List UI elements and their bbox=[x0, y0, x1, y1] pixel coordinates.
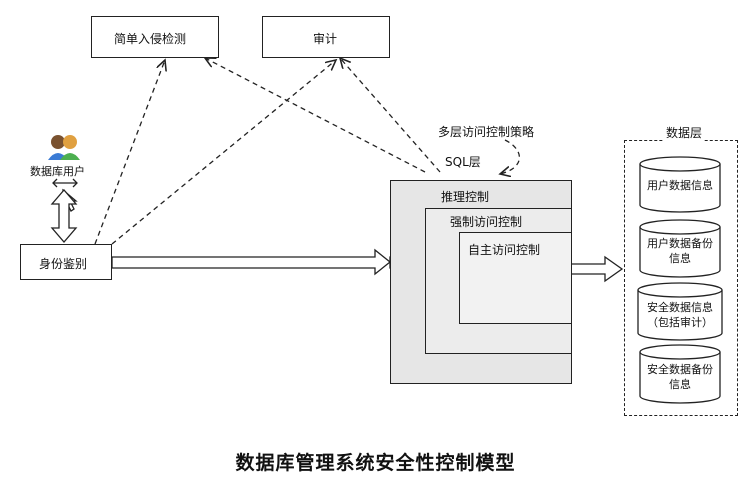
data-item-2-line2: 信息 bbox=[669, 252, 691, 265]
cylinder-2 bbox=[639, 219, 721, 278]
data-item-2: 用户数据备份 信息 bbox=[640, 236, 720, 266]
dashed-arrows bbox=[94, 58, 521, 245]
diagram-caption: 数据库管理系统安全性控制模型 bbox=[235, 452, 516, 474]
data-item-3-line1: 安全数据信息 bbox=[647, 301, 713, 314]
mandatory-access-control-label: 强制访问控制 bbox=[450, 215, 523, 229]
user-auth-double-arrow bbox=[50, 189, 78, 243]
discretionary-access-control-label: 自主访问控制 bbox=[468, 243, 541, 257]
identity-auth-box: 身份鉴别 bbox=[20, 244, 112, 280]
data-layer-title: 数据层 bbox=[664, 124, 705, 141]
data-item-1-line1: 用户数据信息 bbox=[647, 179, 713, 192]
intrusion-detection-label: 简单入侵检测 bbox=[114, 32, 187, 46]
user-icon bbox=[48, 135, 80, 160]
data-item-4: 安全数据备份 信息 bbox=[640, 362, 720, 392]
data-item-3-line2: （包括审计） bbox=[647, 316, 713, 329]
multilevel-policy-label: 多层访问控制策略 bbox=[438, 125, 535, 139]
data-item-3: 安全数据信息 （包括审计） bbox=[636, 300, 724, 330]
audit-box: 审计 bbox=[262, 16, 390, 58]
cylinder-1 bbox=[639, 156, 721, 213]
inference-control-label: 推理控制 bbox=[441, 190, 490, 204]
intrusion-detection-box: 简单入侵检测 bbox=[91, 16, 219, 58]
data-item-2-line1: 用户数据备份 bbox=[647, 237, 713, 250]
data-item-1: 用户数据信息 bbox=[640, 178, 720, 193]
audit-label: 审计 bbox=[313, 32, 338, 46]
to-data-layer-arrow bbox=[570, 255, 624, 283]
identity-auth-label: 身份鉴别 bbox=[39, 257, 88, 271]
database-user-label: 数据库用户 bbox=[30, 165, 85, 178]
sql-layer-label: SQL层 bbox=[445, 155, 481, 169]
data-cylinders bbox=[637, 156, 723, 404]
data-item-4-line1: 安全数据备份 bbox=[647, 363, 713, 376]
cylinder-3 bbox=[637, 282, 723, 341]
cylinder-4 bbox=[639, 344, 721, 404]
discretionary-access-control-box: 自主访问控制 bbox=[459, 232, 572, 324]
data-item-4-line2: 信息 bbox=[669, 378, 691, 391]
